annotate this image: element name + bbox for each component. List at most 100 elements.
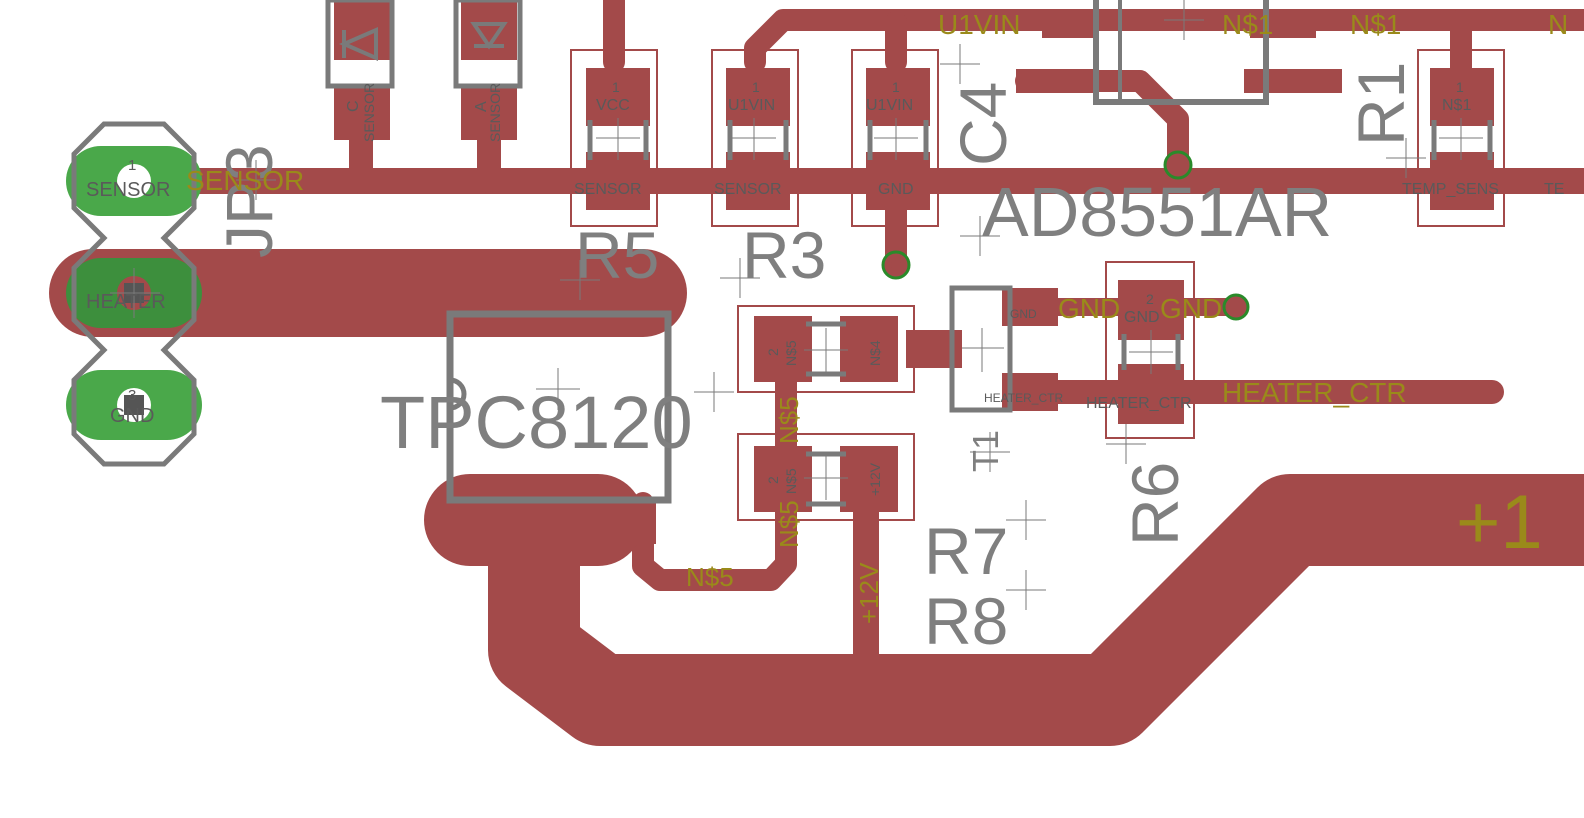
net-plus1: +1 (1456, 480, 1543, 565)
net-n1-b: N$1 (1350, 9, 1401, 40)
pad-labels: 1 SENSOR HEATER 3 GND C SENSOR A SENSOR … (86, 79, 1564, 496)
label-r7: R7 (924, 514, 1008, 588)
pad-r5-1-net: VCC (596, 97, 630, 114)
tpc-pin-7 (576, 498, 600, 544)
cross-r1 (1439, 118, 1483, 160)
pad-r5-1: 1 (612, 79, 620, 95)
c4-pad-2 (866, 152, 930, 210)
r3-outline (711, 49, 799, 227)
pad-r6-1-net: HEATER_CTR (1086, 395, 1192, 412)
tpc-pin-6 (519, 498, 543, 544)
r8-pad-2 (754, 446, 812, 512)
net-n5-r7: N$5 (774, 396, 804, 444)
cross-t1-label (970, 432, 1010, 472)
label-r5: R5 (575, 218, 659, 292)
sensor-a-body (453, 0, 523, 89)
pad-r8-2-net: N$5 (783, 468, 799, 494)
pad-sensor-c-name: SENSOR (361, 83, 377, 142)
sensor-c-pad (334, 84, 390, 140)
r7-pad-2 (754, 316, 812, 382)
trace-ic-diag (1015, 70, 1189, 176)
tpc-pin-8 (632, 498, 656, 544)
trace-n5 (632, 341, 797, 591)
pad-t1-1-net: HEATER_CTR (984, 391, 1063, 405)
r6-outline (1105, 261, 1195, 439)
sensor-c-diode-icon (339, 26, 378, 62)
pad-r6-2-net: GND (1124, 309, 1160, 326)
net-12v: +12V (854, 562, 884, 624)
r8-outline (737, 433, 915, 521)
tpc-pin-5 (462, 498, 486, 544)
pad-r3-1: 1 (752, 79, 760, 95)
pad-sensor-c: C (345, 100, 362, 112)
via-gnd (1222, 293, 1250, 321)
tpc8120-pin1-mark (449, 377, 467, 411)
pad-r7-2: 2 (765, 348, 781, 356)
jp3-square-3 (124, 395, 144, 415)
cross-r6 (1129, 330, 1173, 374)
t1-body (949, 285, 1013, 413)
pad-c4-1-net: U1VIN (866, 97, 913, 114)
ad8551-body (1093, 0, 1269, 105)
label-r8: R8 (924, 584, 1008, 658)
cross-r8-label (1006, 570, 1046, 610)
label-r6: R6 (1118, 462, 1192, 546)
cross-r5 (596, 118, 640, 160)
cross-c4-label (940, 44, 980, 84)
sensor-a-diode-icon (470, 22, 508, 50)
part-names: JP3 R5 R3 C4 AD8551AR R1 TPC8120 T1 R6 R… (212, 62, 1418, 658)
sensor-a-pad (461, 84, 517, 140)
silkscreen-layer (110, 0, 1505, 610)
cross-r6-label (1106, 424, 1146, 464)
r3-pad-2 (726, 152, 790, 210)
pad-jp3-2-name: HEATER (86, 291, 166, 313)
cross-jp3-label (236, 160, 276, 200)
pad-jp3-3-number: 3 (128, 387, 136, 404)
tpc-pin-4 (632, 270, 656, 314)
cross-r1-label (1386, 138, 1426, 178)
cross-ic (1164, 0, 1204, 40)
net-gnd-a: GND (1058, 293, 1120, 324)
r5-pad-1 (586, 68, 650, 126)
net-n5-r8: N$5 (774, 500, 804, 548)
r7-pad-1 (840, 316, 898, 382)
c4-pad-1 (866, 68, 930, 126)
r8-pad-1 (840, 446, 898, 512)
net-n1-a: N$1 (1222, 9, 1273, 40)
pad-r7-2-net: N$5 (783, 340, 799, 366)
c4-outline (851, 49, 939, 227)
pad-c4-2-net: GND (878, 181, 914, 198)
pad-r3-2-net: SENSOR (714, 181, 782, 198)
pad-r1-1: 1 (1456, 79, 1464, 95)
cross-tpc-label (694, 372, 734, 412)
r5-outline (570, 49, 658, 227)
net-u1vin: U1VIN (938, 9, 1020, 40)
pad-r8-2: 2 (765, 476, 781, 484)
pad-r5-2-net: SENSOR (574, 181, 642, 198)
r1-pad-2 (1430, 152, 1494, 210)
net-n-right: N (1548, 9, 1568, 40)
via-c4-hole (891, 260, 901, 270)
pad-r6-2: 2 (1146, 291, 1154, 307)
cross-c4 (874, 118, 918, 160)
net-labels: U1VIN N$1 N$1 N SENSOR GND GND HEATER_CT… (186, 9, 1568, 624)
pad-c4-1: 1 (892, 79, 900, 95)
label-ad8551: AD8551AR (982, 173, 1332, 251)
net-sensor: SENSOR (186, 165, 304, 196)
r1-outline (1417, 49, 1505, 227)
pad-r1-1-net: N$1 (1442, 97, 1471, 114)
cross-r3 (732, 118, 776, 160)
r7-outline (737, 305, 915, 393)
pad-r1-2-net: TEMP_SENS (1402, 181, 1499, 198)
ic-pad-mid-1 (1016, 69, 1096, 93)
label-t1: T1 (965, 430, 1006, 472)
jp3-outline (71, 121, 197, 467)
pad-sensor-a: A (473, 101, 490, 112)
vias (881, 150, 1250, 321)
label-c4: C4 (946, 82, 1020, 166)
sensor-c-body (325, 0, 395, 89)
pad-r1-far-net: TE (1544, 181, 1564, 198)
label-tpc8120: TPC8120 (380, 381, 693, 464)
pad-t1-2-net: GND (1010, 307, 1037, 321)
